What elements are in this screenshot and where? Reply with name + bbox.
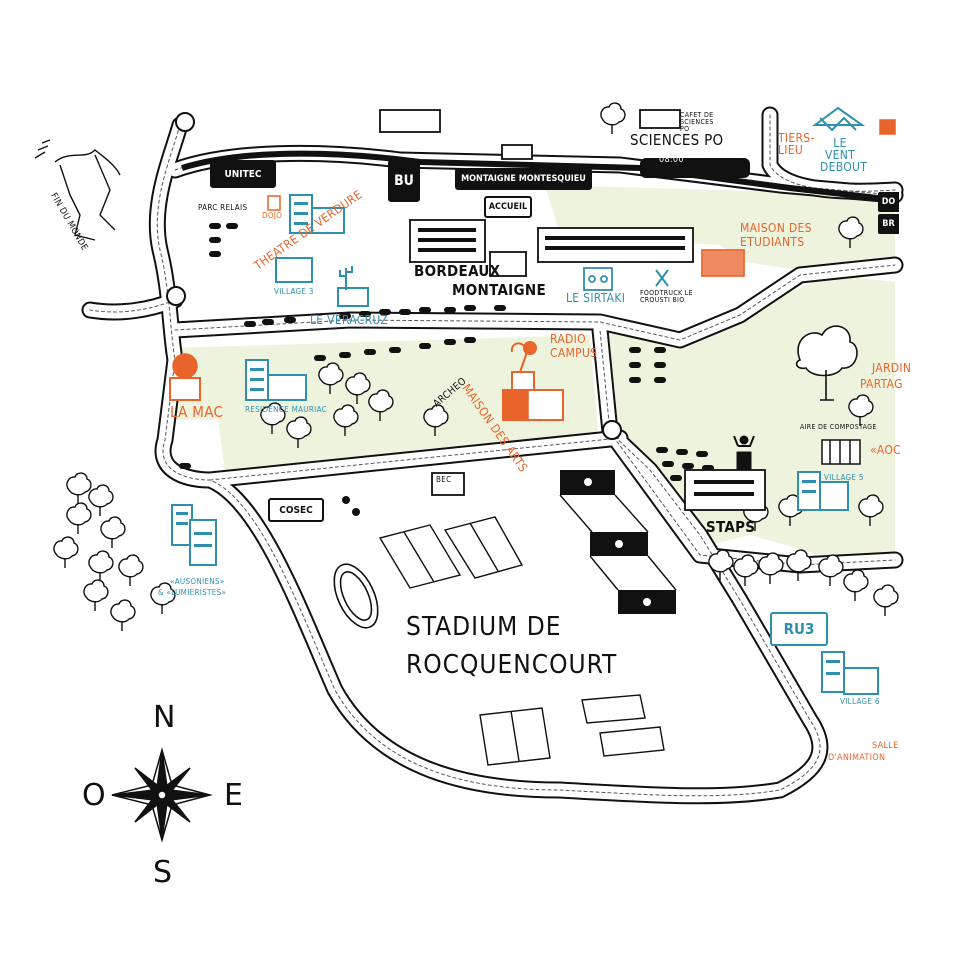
tent-icon <box>811 106 866 132</box>
compass-west: O <box>82 778 106 813</box>
label-la-mac: LA MAC <box>170 403 224 421</box>
label-tiers-lieu: TIERS-LIEU <box>778 131 815 157</box>
label-foodtruck: FOODTRUCK LE CROUSTI BIO <box>640 289 693 304</box>
label-sciences-po: SCIENCES PO <box>630 131 724 149</box>
tram-icon <box>640 158 750 178</box>
label-aire-de-compostage: AIRE DE COMPOSTAGE <box>800 423 877 431</box>
foodtruck-icon <box>655 269 669 287</box>
label-le-vent-debout: LE VENT DEBOUT <box>820 136 868 174</box>
sciences-campus-building <box>537 227 694 263</box>
sirtaki-icon <box>583 267 613 291</box>
cactus-icon <box>339 266 353 290</box>
label-residence-mauriac: RESIDENCE MAURIAC <box>245 405 328 414</box>
bu-badge[interactable]: BU <box>388 160 420 202</box>
cosec-badge[interactable]: COSEC <box>268 498 324 522</box>
accueil-badge[interactable]: ACCUEIL <box>484 196 532 218</box>
compass-rose-icon <box>111 747 213 843</box>
sports-fields <box>378 516 665 766</box>
label-d-animation: D'ANIMATION <box>828 753 886 763</box>
pelota-marks <box>584 478 651 606</box>
compass-east: E <box>224 778 243 813</box>
compass-south: S <box>153 855 173 890</box>
label-aoc: «AOC <box>870 443 902 457</box>
label-partag: PARTAG <box>860 377 903 391</box>
label-montaigne: MONTAIGNE <box>452 281 546 299</box>
big-tree-icon <box>795 325 858 401</box>
pelota-courts <box>559 494 677 591</box>
label-dojo: DOJO <box>262 211 283 220</box>
label-campus: CAMPUS <box>550 346 598 360</box>
label-le-sirtaki: LE SIRTAKI <box>566 291 626 305</box>
label-ausoniens: «AUSONIENS» <box>170 577 225 586</box>
montaigne-montesquieu-badge[interactable]: MONTAIGNE MONTESQUIEU <box>455 168 592 190</box>
label-rocquencourt: ROCQUENCOURT <box>406 650 618 680</box>
building-windows <box>418 228 754 496</box>
label-village-6: VILLAGE 6 <box>840 697 880 706</box>
label-jardin: JARDIN <box>872 361 912 375</box>
dome-badge-partial[interactable]: DO <box>878 192 899 212</box>
stadium-track <box>333 563 379 629</box>
label-maison-des: MAISON DES <box>740 221 812 235</box>
zzz-bubble: ZZZZ <box>708 157 729 166</box>
dumbbell-icon <box>342 496 360 516</box>
label-le-veracruz: LE VERACRUZ <box>310 313 389 327</box>
orange-buildings <box>169 119 896 421</box>
buildings <box>379 109 766 511</box>
label-lumieristes: & «LUMIERISTES» <box>158 588 227 597</box>
label-cafet-sciences-po: CAFET DE SCIENCES PO <box>680 111 714 133</box>
label-stadium-de: STADIUM DE <box>406 612 562 642</box>
label-radio: RADIO <box>550 332 586 346</box>
bri-badge-partial[interactable]: BR <box>878 214 899 234</box>
roundabouts <box>166 112 622 440</box>
unitec-badge[interactable]: UNITEC <box>210 160 276 188</box>
label-village-5: VILLAGE 5 <box>824 473 864 482</box>
ru3-badge[interactable]: RU3 <box>770 612 828 646</box>
tram-time: 08:00 <box>659 155 684 165</box>
cliff-icon <box>34 139 121 241</box>
label-etudiants: ETUDIANTS <box>740 235 805 249</box>
residence-buildings <box>171 194 879 695</box>
label-staps: STAPS <box>706 518 756 536</box>
compass-north: N <box>153 700 176 735</box>
label-bordeaux: BORDEAUX <box>414 262 501 280</box>
label-salle: SALLE <box>872 741 899 751</box>
staps-building <box>684 469 766 511</box>
label-parc-relais: PARC RELAIS <box>198 203 248 212</box>
label-bec: BEC <box>436 475 452 484</box>
radio-icon <box>510 341 537 373</box>
label-village-3: VILLAGE 3 <box>274 287 314 296</box>
compost-icon <box>821 439 861 465</box>
residence-windows <box>176 202 840 675</box>
